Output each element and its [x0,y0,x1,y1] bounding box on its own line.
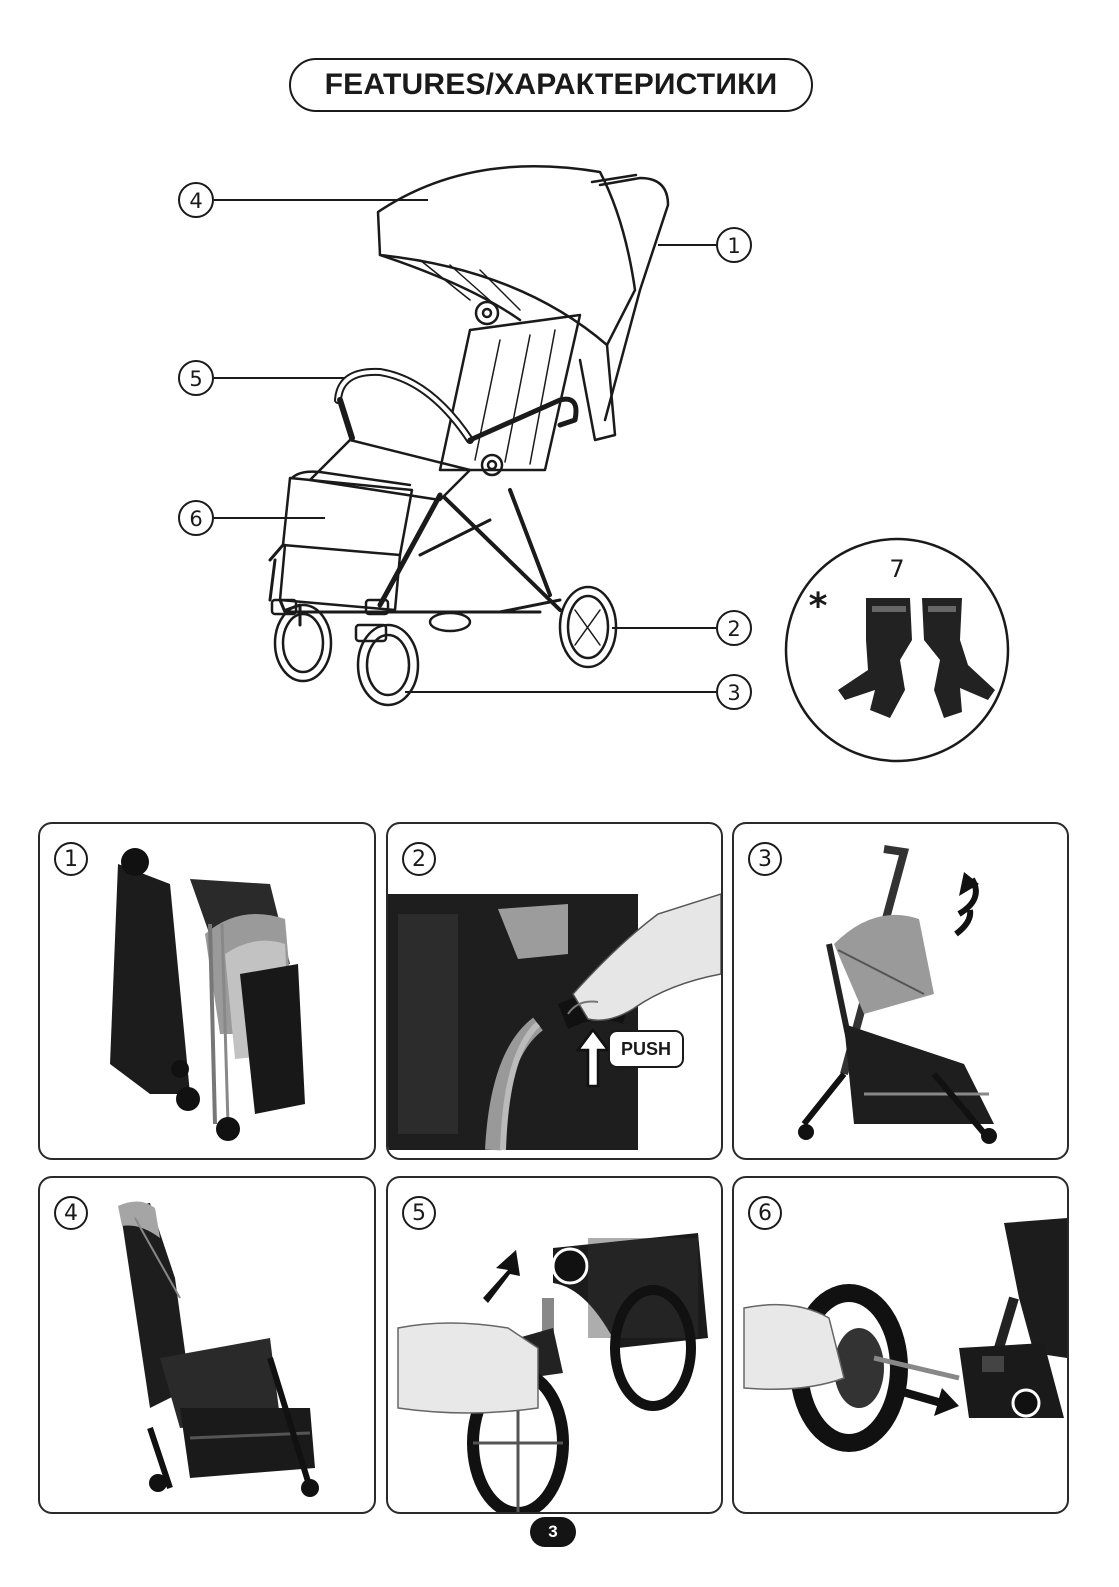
page-number: 3 [530,1517,576,1547]
svg-text:6: 6 [189,507,202,531]
callout-3: 3 [717,675,751,709]
svg-text:5: 5 [189,367,202,391]
step-number-4: 4 [54,1196,88,1230]
stroller-side-view-image [40,1178,374,1512]
step-panel-3: 3 [732,822,1069,1160]
canopy-shape [378,166,635,345]
accessory-number: 7 [889,555,904,583]
callout-6: 6 [179,501,213,535]
optional-asterisk: * [809,586,828,627]
handle-push-image [388,824,721,1158]
step-number-1: 1 [54,842,88,876]
step-number-3: 3 [748,842,782,876]
svg-text:1: 1 [727,234,740,258]
step-number-5: 5 [402,1196,436,1230]
svg-text:3: 3 [727,681,740,705]
push-label: PUSH [608,1030,684,1068]
basket-shape [283,478,412,555]
step-number-2: 2 [402,842,436,876]
callout-2: 2 [717,611,751,645]
step-panel-4: 4 [38,1176,376,1514]
front-wheel-attach-image [388,1178,721,1512]
callout-5: 5 [179,361,213,395]
rear-wheel-attach-image [734,1178,1067,1512]
step-panel-1: 1 [38,822,376,1160]
svg-text:2: 2 [727,617,740,641]
svg-text:4: 4 [189,189,202,213]
step-panel-6: 6 [732,1176,1069,1514]
stroller-features-diagram: 4 1 5 6 2 3 7 * [0,0,1119,800]
step-panel-2: 2 PUSH [386,822,723,1160]
step-number-6: 6 [748,1196,782,1230]
callout-4: 4 [179,183,213,217]
unfolding-stroller-image [734,824,1067,1158]
accessory-adapters: 7 * [786,539,1008,761]
callout-1: 1 [717,228,751,262]
step-panel-5: 5 [386,1176,723,1514]
folded-stroller-image [40,824,374,1158]
